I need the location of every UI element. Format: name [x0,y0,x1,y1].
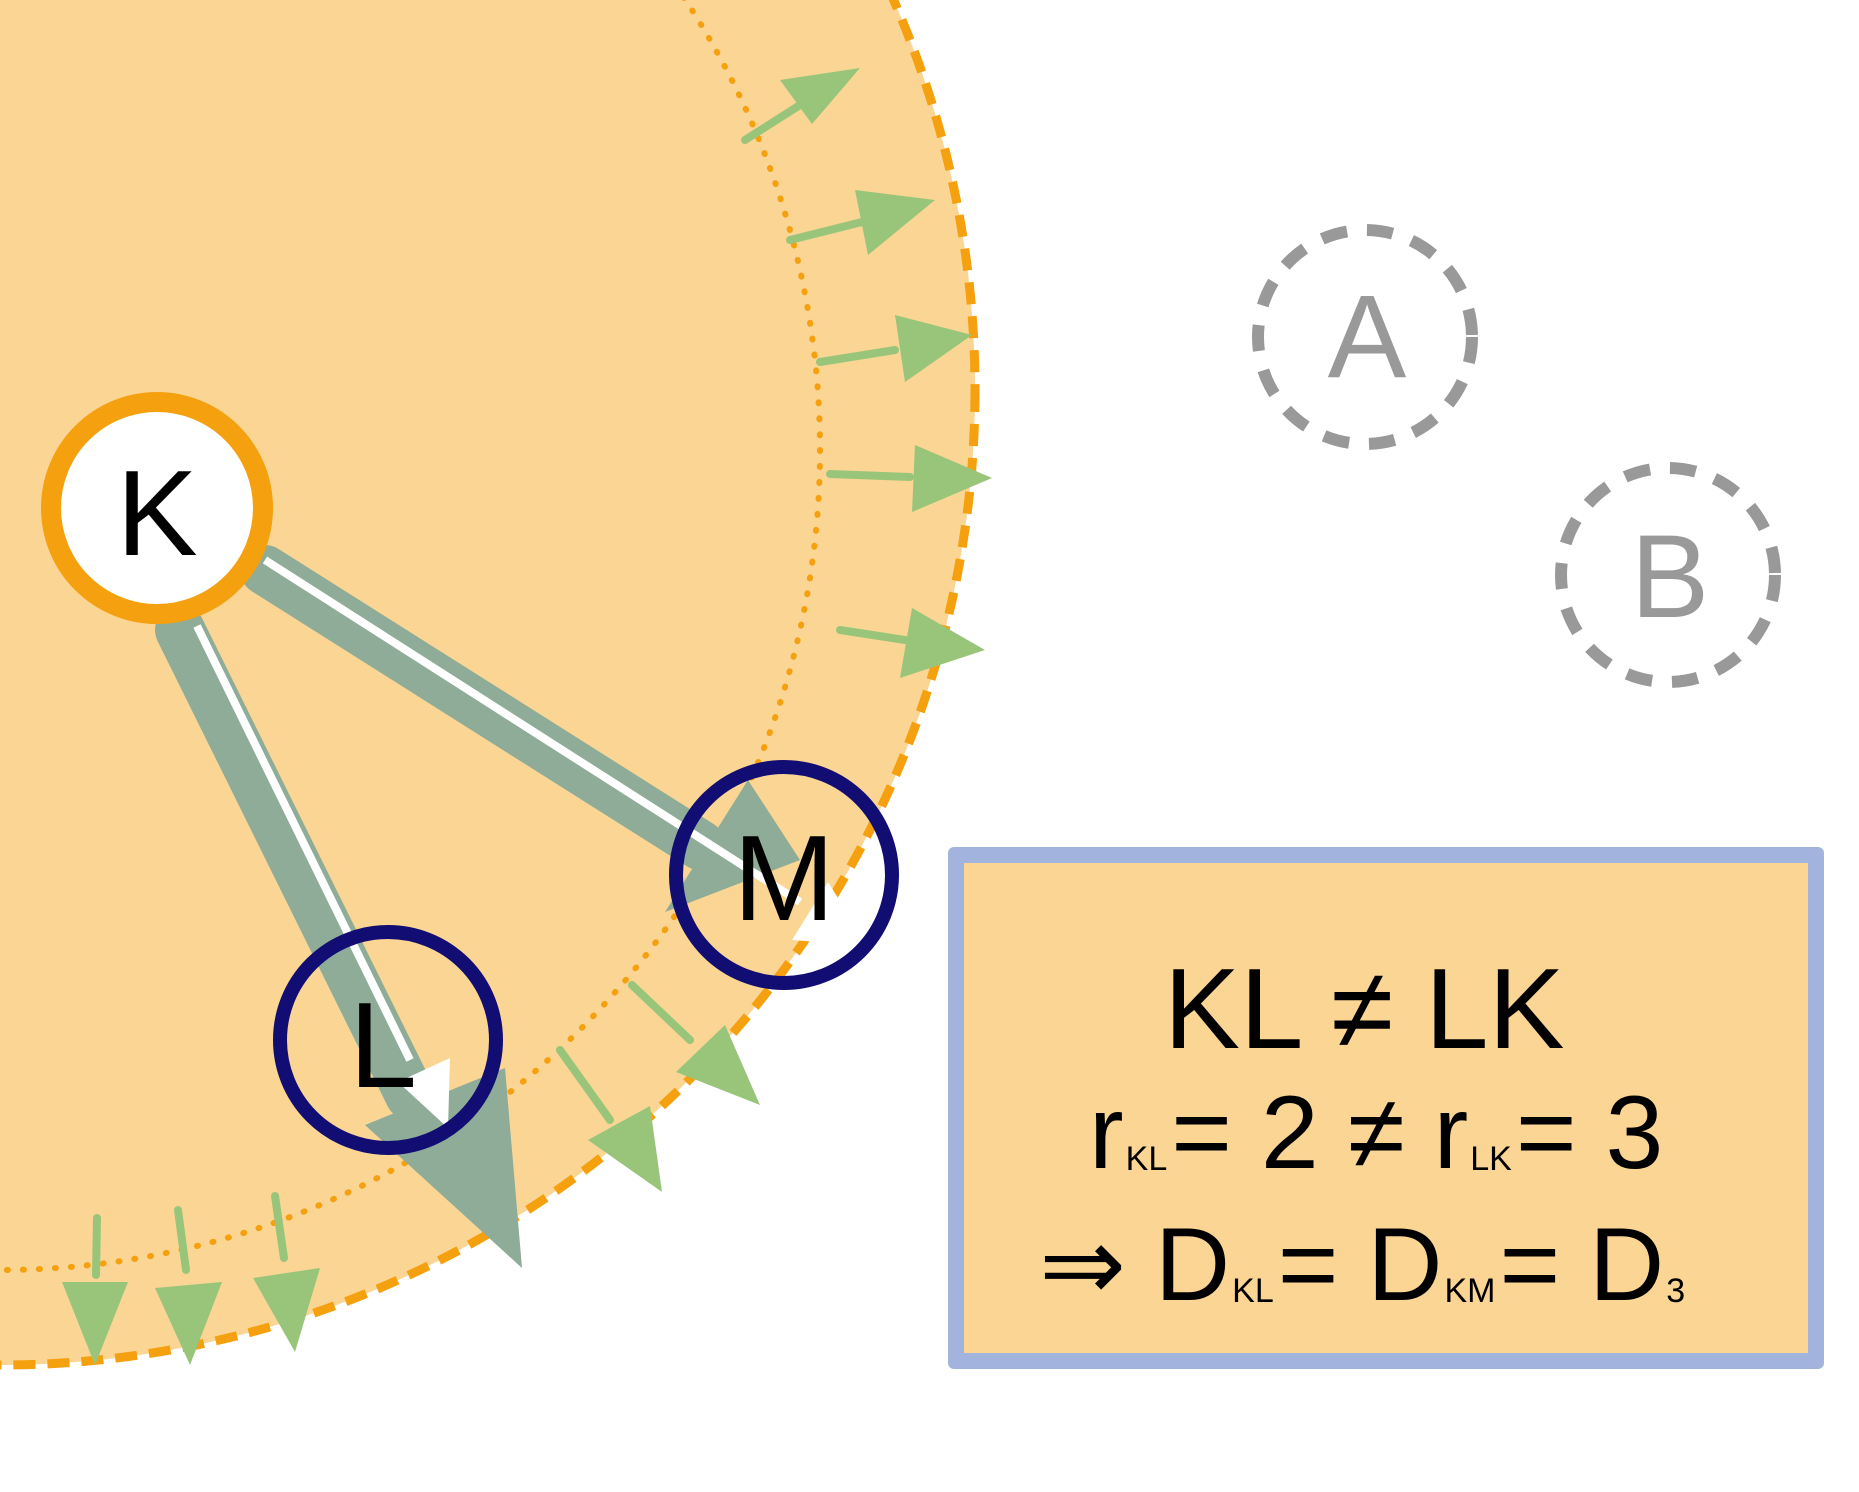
equation-part: = D [1277,1207,1443,1323]
equation-line-2: rKL= 2 ≠ rLK= 3 [1089,1081,1663,1185]
node-k[interactable]: K [41,392,273,624]
r-subscript-kl: KL [1125,1140,1168,1178]
kl-neq-lk: KL ≠ LK [1164,946,1565,1073]
growth-arrow [155,1206,222,1365]
node-b-ring [1555,462,1781,688]
node-k-ring [41,392,273,624]
growth-arrow [628,981,760,1105]
equation-part: ⇒ D [1039,1207,1231,1323]
growth-arrow [816,315,972,382]
node-l-label: L [349,977,417,1113]
r-symbol: r [1089,1075,1124,1191]
node-a-ring [1252,224,1478,450]
outer-dashed-boundary [0,0,980,1370]
growth-arrow [556,1046,662,1192]
node-b[interactable]: B [1555,462,1781,688]
growth-arrow [786,190,935,255]
node-m-label: M [733,810,835,946]
r-subscript-lk: LK [1470,1140,1512,1178]
equation-part: = D [1499,1207,1665,1323]
equation-part: = 2 ≠ [1171,1075,1434,1191]
growth-arrow [826,445,992,512]
node-k-label: K [116,445,197,581]
growth-arrow [741,68,860,144]
node-l[interactable]: L [273,925,503,1155]
equation-box: KL ≠ LK rKL= 2 ≠ rLK= 3 ⇒ DKL= DKM= D3 [948,847,1824,1369]
edge-k-m [240,545,868,946]
d-subscript-km: KM [1444,1272,1496,1310]
growth-arrow [836,608,985,678]
equation-line-1: KL ≠ LK [1164,953,1565,1067]
r-symbol: r [1433,1075,1469,1191]
node-l-ring [273,925,503,1155]
node-b-label: B [1631,511,1710,643]
node-a[interactable]: A [1252,224,1478,450]
node-m-ring [669,760,899,990]
node-m[interactable]: M [669,760,899,990]
equation-line-3: ⇒ DKL= DKM= D3 [1039,1213,1689,1317]
equation-part: = 3 [1515,1075,1664,1191]
inner-dotted-boundary [0,0,823,1273]
growth-arrows [62,68,992,1365]
d-subscript-kl: KL [1232,1272,1274,1310]
edge-k-l [155,605,522,1268]
d-subscript-3: 3 [1666,1272,1686,1310]
growth-arrow [253,1192,320,1352]
growth-arrow [62,1214,128,1365]
node-a-label: A [1328,271,1407,403]
